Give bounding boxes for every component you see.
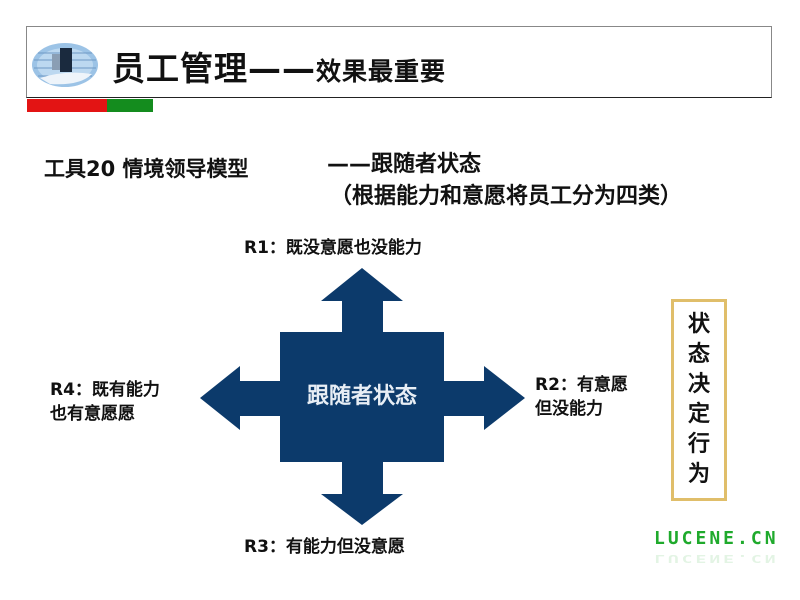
r2-line1: R2：有意愿 xyxy=(535,375,628,395)
side-char: 态 xyxy=(687,342,710,367)
r4-line2: 也有意愿愿 xyxy=(50,404,135,424)
side-char: 决 xyxy=(687,372,710,397)
r3-label: R3：有能力但没意愿 xyxy=(244,537,405,557)
title-subtitle: 效果最重要 xyxy=(316,57,447,86)
center-label: 跟随者状态 xyxy=(306,384,417,409)
watermark-reflection: LUCENE.CN xyxy=(654,552,779,565)
r2-label: R2：有意愿 但没能力 xyxy=(535,373,628,421)
side-char: 行 xyxy=(687,432,710,457)
page-title: 员工管理——效果最重要 xyxy=(112,42,446,90)
handshake-globe-logo-icon xyxy=(32,43,98,87)
side-char: 定 xyxy=(687,402,710,427)
accent-bar-red xyxy=(27,99,107,112)
side-char: 为 xyxy=(687,462,710,487)
r1-label: R1：既没意愿也没能力 xyxy=(244,238,422,258)
watermark: LUCENE.CN xyxy=(654,528,779,549)
tool-title: 工具20 情境领导模型 xyxy=(44,157,249,181)
accent-bar-green xyxy=(107,99,153,112)
side-char: 状 xyxy=(687,312,710,337)
r4-label: R4：既有能力 也有意愿愿 xyxy=(50,378,160,426)
r4-line1: R4：既有能力 xyxy=(50,380,160,400)
header-frame xyxy=(26,26,772,98)
title-main: 员工管理—— xyxy=(112,49,316,88)
r2-line2: 但没能力 xyxy=(535,399,603,419)
state-decides-behavior-box: 状 态 决 定 行 为 xyxy=(671,299,727,501)
four-way-arrow-shape xyxy=(200,268,525,525)
follower-title: ——跟随者状态 xyxy=(327,152,482,177)
follower-description: （根据能力和意愿将员工分为四类） xyxy=(330,184,683,209)
